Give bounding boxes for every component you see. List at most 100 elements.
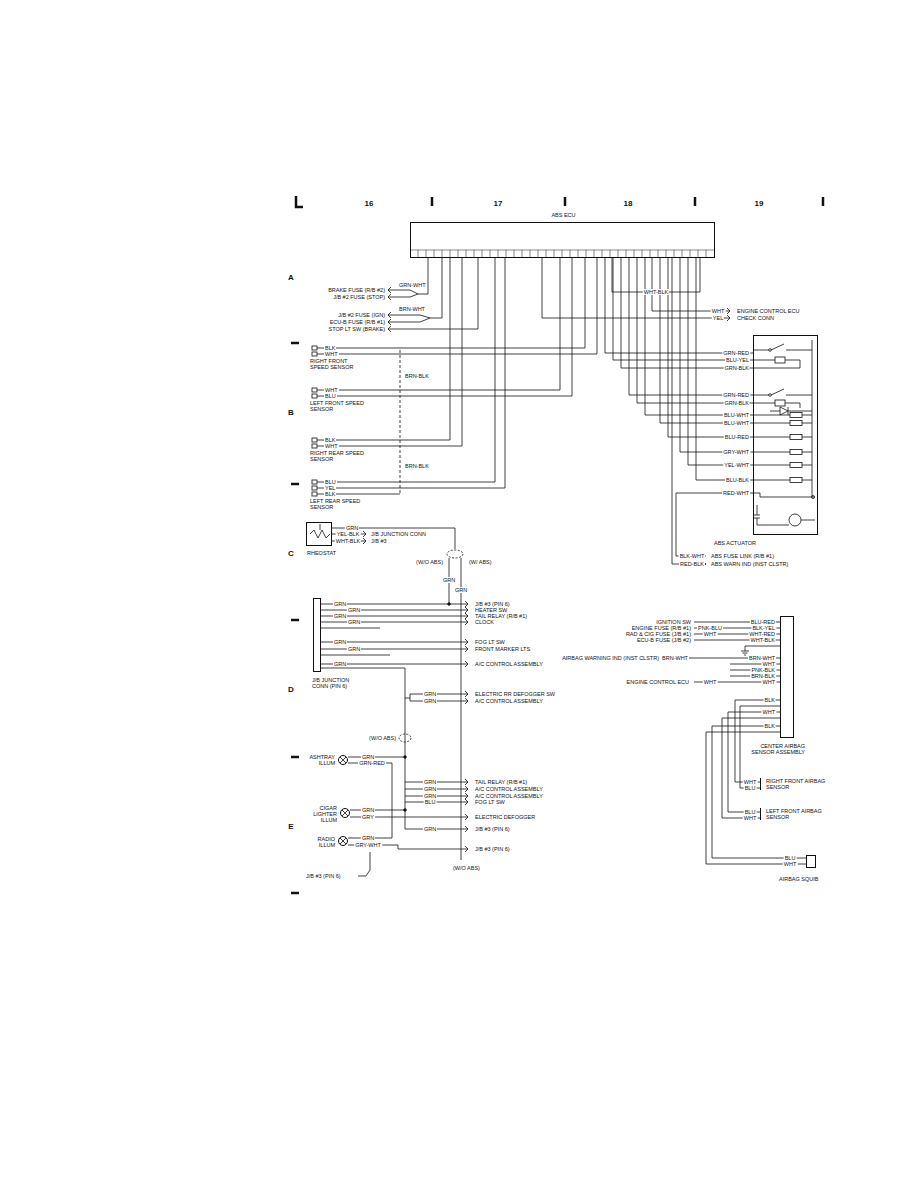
wire-color: GRN-RED (722, 350, 750, 356)
circuit-destination: ABS FUSE LINK (R/B #1) (710, 553, 775, 559)
wire-color: WHT-BLK (750, 637, 776, 643)
wire-color: GRN (347, 619, 361, 625)
wire-color: GRN (361, 807, 375, 813)
speed-sensor: RIGHT REAR SPEED SENSOR (308, 436, 366, 462)
wire-color: BLU-BLK (725, 477, 750, 483)
diode-symbol (770, 407, 812, 415)
contact (769, 394, 772, 397)
grid-letter: B (287, 408, 295, 417)
component-name: LEFT REAR SPEED SENSOR (310, 498, 364, 510)
splice-dot (404, 809, 407, 812)
wire-color: BLU-YEL (725, 357, 750, 363)
component-name: CENTER AIRBAG SENSOR ASSEMBLY (743, 743, 805, 755)
option-note: (W/ ABS) (468, 559, 493, 565)
wire-color: GRN-RED (358, 760, 386, 766)
circuit-destination: TAIL RELAY (R/B #1) (474, 779, 528, 785)
circuit-destination: ELECTRIC DEFOGGER (474, 814, 536, 820)
wire-color: WHT (324, 443, 339, 449)
wire-color: BLU (744, 785, 757, 791)
circuit-destination: ELECTRIC RR DEFOGGER SW (474, 691, 556, 697)
actuator-box: ABS ACTUATOR (753, 335, 818, 535)
wire-color: WHT-BLK (643, 289, 669, 295)
component-name: RADIO ILLUM (305, 836, 335, 848)
wire-connector (728, 712, 780, 812)
component-name: LEFT FRONT AIRBAG SENSOR (766, 808, 826, 820)
lamp-symbol: CIGAR LIGHTER ILLUM (340, 808, 350, 818)
wire-color: BLU (424, 799, 437, 805)
wire-color: YEL (712, 315, 724, 321)
wire-color: GRN (347, 607, 361, 613)
wire-color: WHT (324, 351, 339, 357)
solenoid-coil (790, 413, 802, 418)
wire-connector (605, 258, 753, 353)
solenoid-coil (790, 450, 802, 455)
actuator-wire (613, 258, 753, 564)
wire-color: RED-WHT (722, 490, 750, 496)
circuit-source: ENGINE CONTROL ECU (626, 679, 690, 685)
relay-coil (775, 357, 785, 363)
solenoid-wire (753, 340, 812, 497)
wire-color: GRN (423, 779, 437, 785)
wire-color: WHT (703, 631, 718, 637)
circuit-source: STOP LT SW (BRAKE) (328, 326, 386, 332)
grid-number: 17 (493, 199, 504, 208)
illumination-wire (321, 604, 468, 829)
wire-color: GRN-RED (722, 392, 750, 398)
pin (312, 388, 317, 392)
circuit-source: J/B #3 (PIN 6) (305, 873, 342, 879)
pin (312, 492, 317, 496)
wire-color: BRN-BLK (404, 373, 430, 379)
pin (312, 346, 317, 350)
wire-arrow (363, 531, 366, 544)
speed-sensor: RIGHT FRONT SPEED SENSOR (308, 344, 366, 370)
circuit-source: AIRBAG WARNING IND (INST CLSTR) (561, 655, 660, 661)
wire-color: BRN-BLK (404, 463, 430, 469)
component-name: RIGHT FRONT AIRBAG SENSOR (766, 778, 826, 790)
control-unit-box: ABS ECU (410, 222, 715, 258)
component-name: ABS ACTUATOR (714, 540, 756, 546)
circuit-destination: J/B #3 (PIN 6) (474, 846, 511, 852)
component-name: J/B JUNCTION CONN (PIN 6) (312, 677, 362, 689)
grid-number: 19 (754, 199, 765, 208)
circuit-destination: FOG LT SW (474, 799, 506, 805)
wire-color: BRN-WHT (398, 306, 426, 312)
solenoid-coil (790, 421, 802, 426)
rheostat-symbol (310, 524, 330, 538)
wire-color: GRN (423, 698, 437, 704)
wire-color: YEL-BLK (336, 531, 361, 537)
grid-tick (291, 343, 299, 893)
wire-color: GRN (423, 826, 437, 832)
relay-symbol (753, 350, 769, 395)
frame-corner (296, 196, 303, 207)
option-note: (W/O ABS) (368, 735, 397, 741)
circuit-destination: FRONT MARKER LTS (474, 646, 531, 652)
squib-connector: AIRBAG SQUIB (806, 855, 816, 868)
splice-dot (448, 603, 451, 606)
splice-dot (404, 756, 407, 759)
component-name: ASHTRAY ILLUM (295, 754, 335, 766)
junction-connector: J/B JUNCTION CONN (PIN 6) (313, 598, 321, 672)
sensor-assembly-box: CENTER AIRBAG SENSOR ASSEMBLY (780, 616, 794, 738)
ground-symbol (741, 646, 780, 655)
grid-letter: C (287, 549, 295, 558)
sensor-wire (317, 258, 597, 494)
grid-number: 16 (364, 199, 375, 208)
wire-arrow (465, 601, 468, 852)
wire-color: GRN-BLK (724, 400, 750, 406)
wire-color: GRY (361, 814, 375, 820)
wire-color: WHT-BLK (335, 538, 361, 544)
ecu-wire (542, 258, 730, 318)
circuit-destination: J/B #3 (370, 538, 388, 544)
pin (312, 444, 317, 448)
wire-color: BLK-WHT (679, 553, 706, 559)
wire-color: GRN (333, 661, 347, 667)
wiring-group (291, 196, 823, 893)
wire-color: BLU-RED (724, 434, 750, 440)
illumination-wire (348, 757, 468, 876)
wire-color: GRN (442, 577, 456, 583)
wire-color: GRN (333, 601, 347, 607)
circuit-source: J/B #2 FUSE (IGN) (337, 312, 386, 318)
circuit-source: J/B #2 FUSE (STOP) (332, 294, 386, 300)
